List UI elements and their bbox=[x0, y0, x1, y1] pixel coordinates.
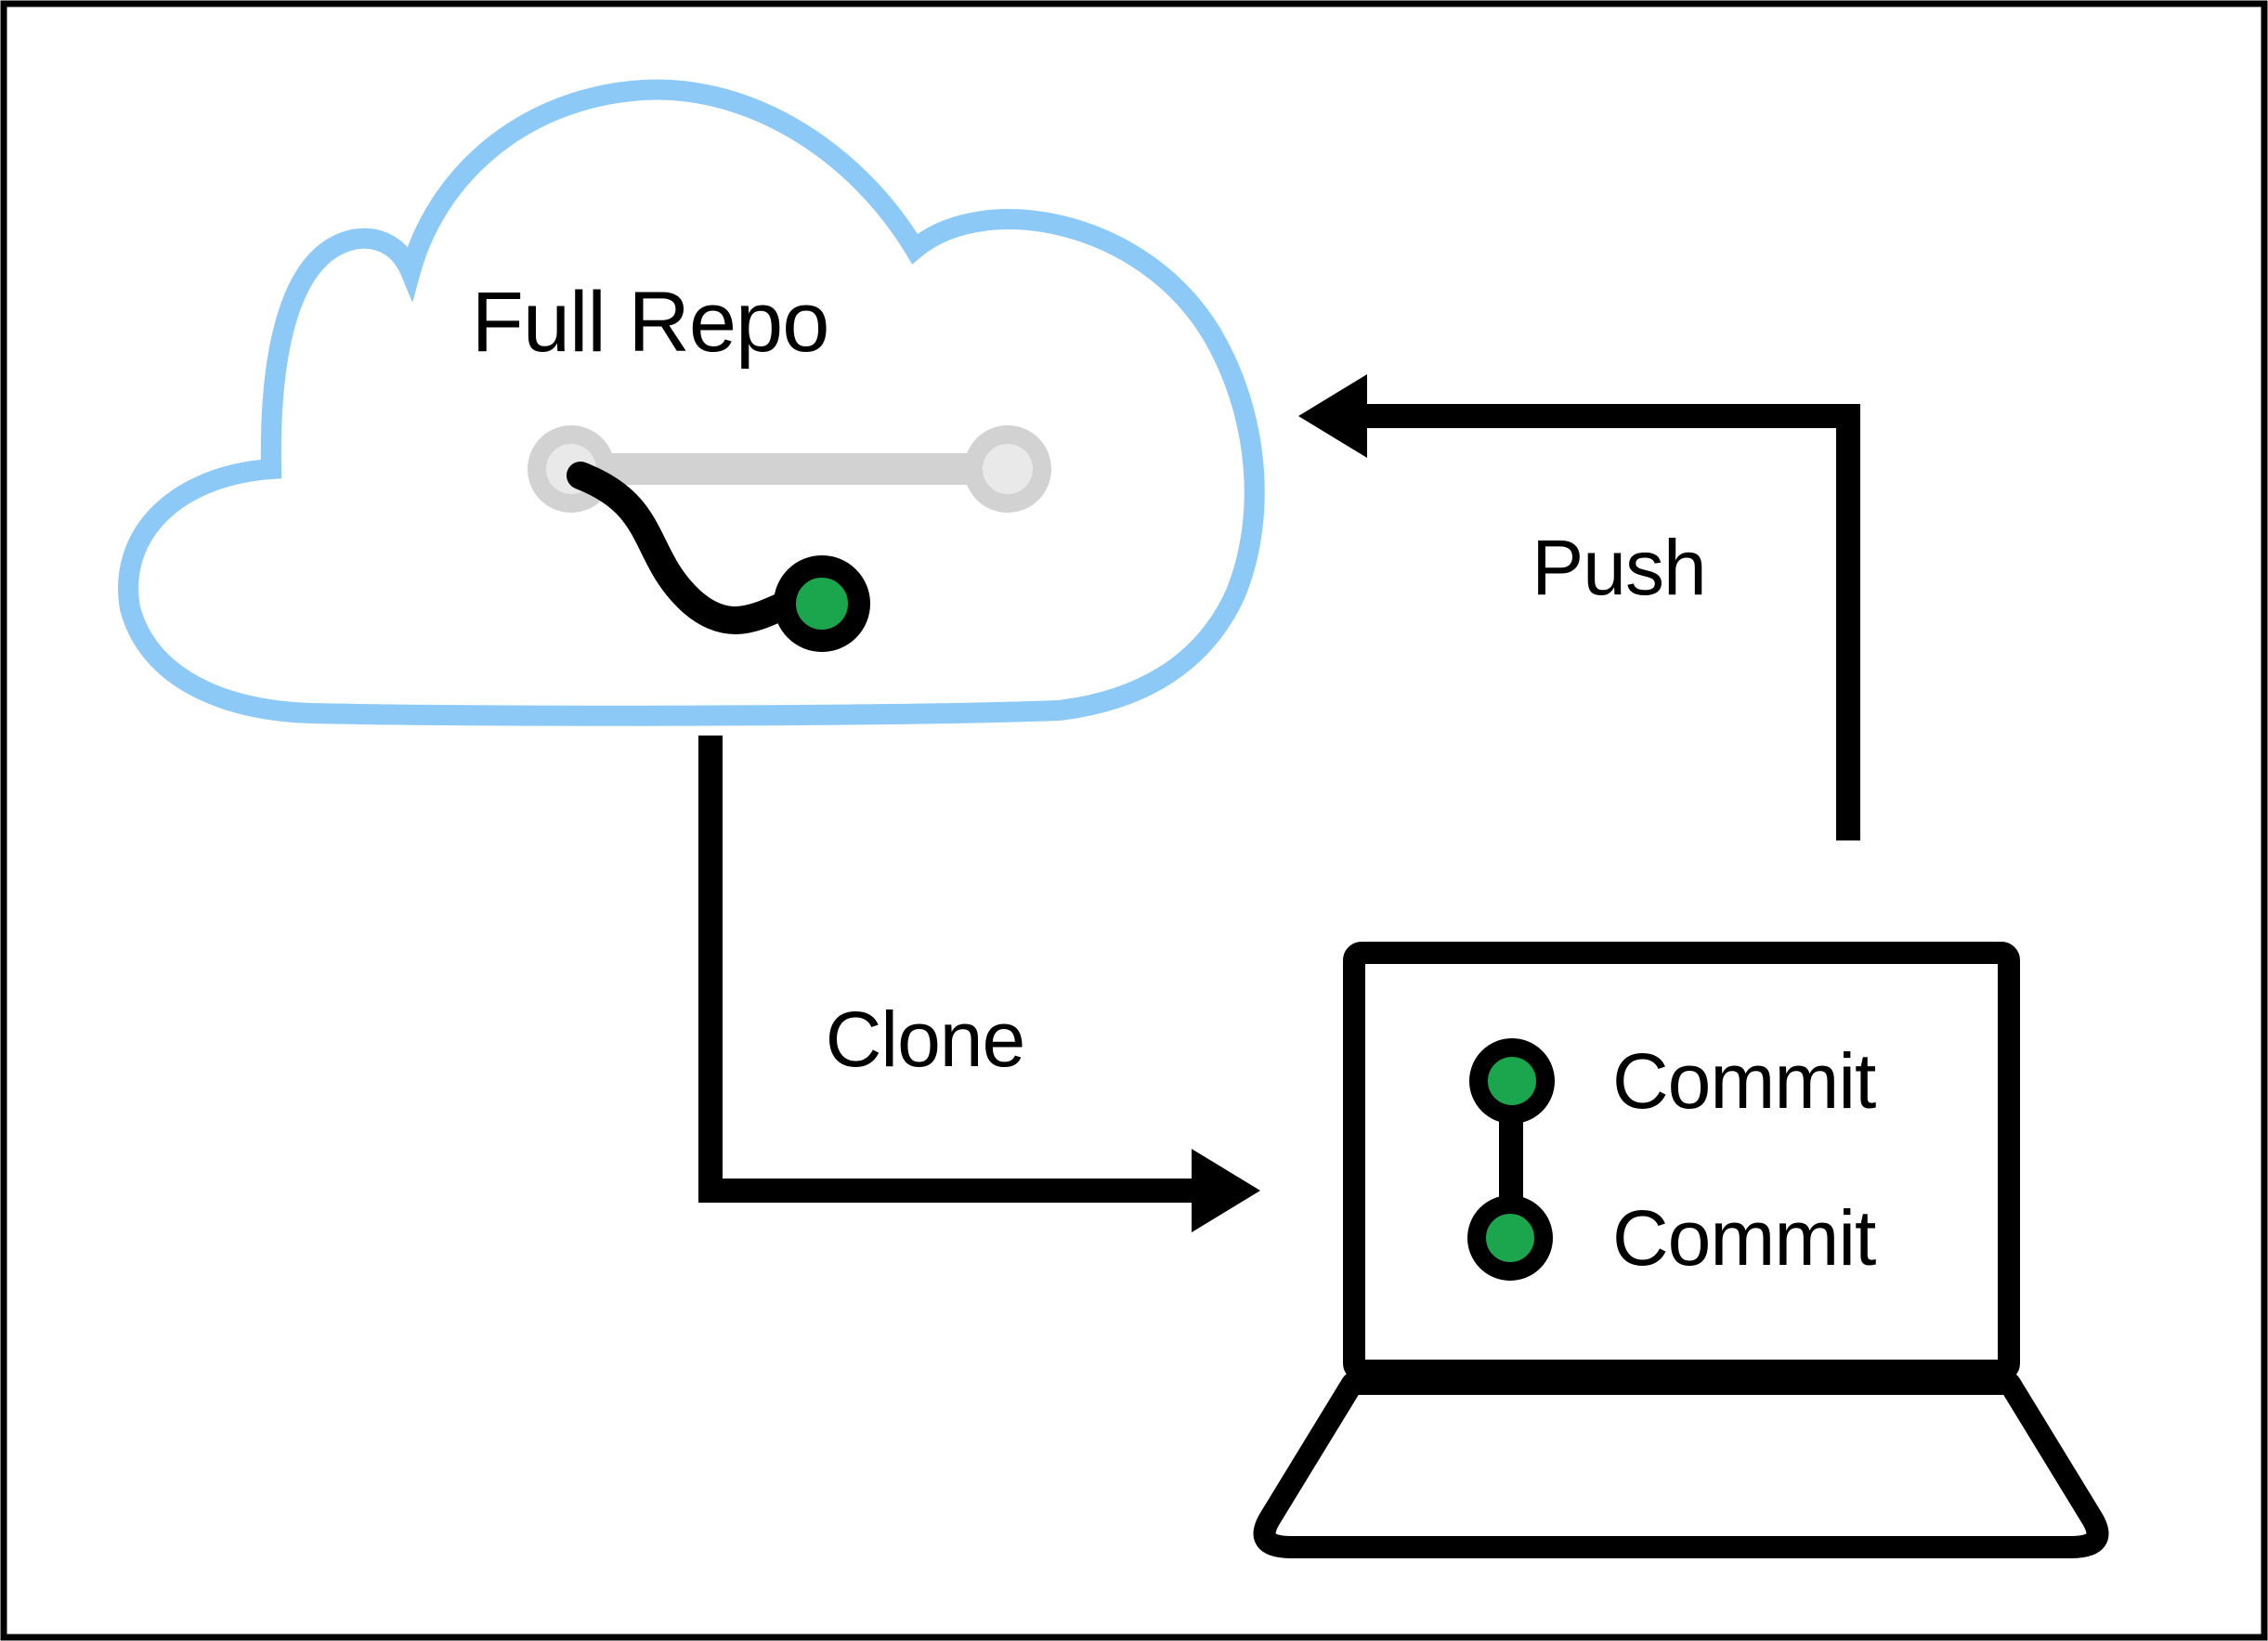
laptop-icon: Commit Commit bbox=[1253, 942, 2109, 1558]
laptop-screen bbox=[1343, 942, 2020, 1382]
cloud-outline bbox=[118, 79, 1265, 726]
branch-head-commit-dot bbox=[774, 555, 870, 652]
push-arrow: Push bbox=[1298, 374, 1860, 840]
commit-label-top: Commit bbox=[1612, 1037, 1876, 1125]
cloud-icon: Full Repo bbox=[118, 79, 1265, 726]
push-arrow-line bbox=[1356, 404, 1860, 840]
clone-arrow: Clone bbox=[698, 736, 1260, 1232]
commit-label-bottom: Commit bbox=[1612, 1194, 1876, 1282]
branch-node-right-core bbox=[983, 444, 1033, 494]
git-branch-icon bbox=[528, 425, 1051, 652]
branch-bar bbox=[571, 453, 1008, 485]
cloud-label: Full Repo bbox=[472, 275, 829, 370]
push-label: Push bbox=[1532, 524, 1705, 611]
commit-graph: Commit Commit bbox=[1467, 1037, 1877, 1282]
push-arrow-head bbox=[1298, 374, 1367, 458]
clone-arrow-line bbox=[698, 736, 1198, 1203]
commit-dot-bottom bbox=[1467, 1195, 1553, 1281]
laptop-base bbox=[1253, 1373, 2109, 1558]
clone-label: Clone bbox=[826, 996, 1024, 1083]
commit-dot-top bbox=[1469, 1038, 1555, 1124]
clone-arrow-head bbox=[1192, 1149, 1260, 1232]
branch-curve bbox=[567, 462, 796, 634]
